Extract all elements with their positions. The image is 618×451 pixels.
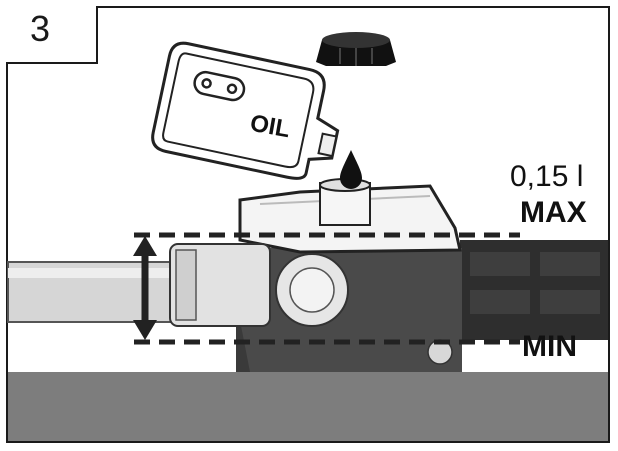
ground: [8, 372, 608, 441]
oil-drop-icon: [340, 150, 362, 189]
min-label: MIN: [522, 330, 577, 363]
step-number-box: [6, 6, 98, 64]
oil-bottle-icon: [151, 41, 340, 180]
chain-icon: [193, 70, 246, 102]
max-label: MAX: [520, 196, 587, 229]
arrow-up-icon: [133, 236, 157, 256]
step-number: 3: [30, 8, 51, 49]
oil-volume-label: 0,15 l: [510, 160, 584, 193]
arrow-down-icon: [133, 320, 157, 340]
